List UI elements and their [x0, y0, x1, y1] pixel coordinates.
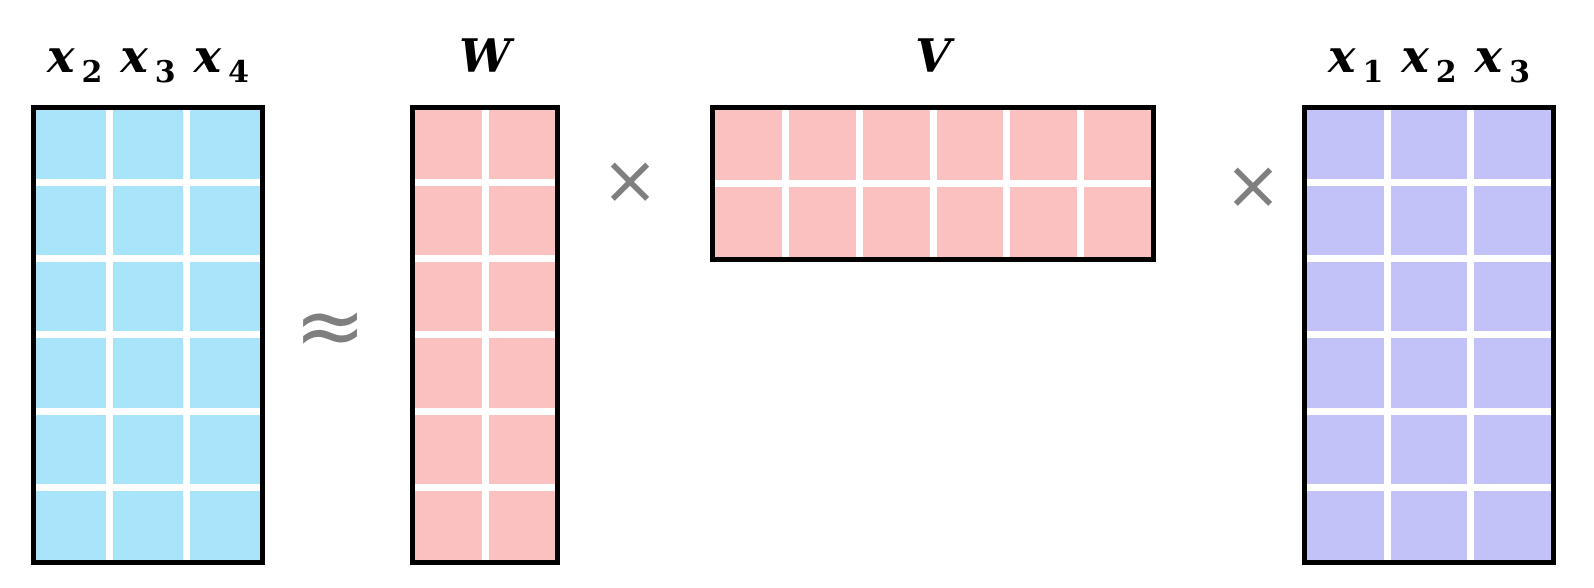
matrix-cell: [36, 262, 106, 332]
matrix-cell: [1390, 338, 1468, 408]
matrix-cell: [1474, 262, 1551, 332]
matrix-target: [31, 105, 265, 565]
matrix-cell: [862, 187, 930, 257]
matrix-cell: [488, 186, 555, 256]
matrix-cell: [415, 186, 482, 256]
matrix-cell: [1474, 490, 1551, 560]
matrix-cell: [190, 490, 260, 560]
matrix-cell: [1390, 262, 1468, 332]
matrix-cell: [36, 186, 106, 256]
matrix-cell: [1390, 110, 1468, 180]
matrix-cell: [936, 187, 1004, 257]
matrix-cell: [1307, 490, 1384, 560]
matrix-cell: [415, 490, 482, 560]
matrix-cell: [1307, 262, 1384, 332]
matrix-cell: [113, 110, 183, 180]
multiplication-icon-2: ×: [1224, 146, 1282, 225]
matrix-cell: [1474, 338, 1551, 408]
matrix-cell: [415, 338, 482, 408]
matrix-cell: [415, 262, 482, 332]
matrix-cell: [1010, 187, 1078, 257]
matrix-cell: [1474, 414, 1551, 484]
matrix-cell: [788, 187, 856, 257]
matrix-cell: [1390, 490, 1468, 560]
matrix-v: [710, 105, 1156, 262]
matrix-w: [410, 105, 560, 565]
matrix-cell: [1474, 110, 1551, 180]
matrix-cell: [488, 110, 555, 180]
matrix-cell: [113, 186, 183, 256]
matrix-cell: [36, 110, 106, 180]
matrix-cell: [113, 490, 183, 560]
matrix-cell: [36, 490, 106, 560]
matrix-cell: [1474, 186, 1551, 256]
matrix-cell: [36, 414, 106, 484]
matrix-cell: [190, 110, 260, 180]
matrix-cell: [788, 110, 856, 180]
matrix-cell: [936, 110, 1004, 180]
matrix-cell: [1010, 110, 1078, 180]
matrix-cell: [190, 186, 260, 256]
matrix-w-label: W: [459, 29, 511, 83]
matrix-cell: [488, 490, 555, 560]
approximately-equal-icon: ≈: [293, 276, 367, 376]
matrix-cell: [190, 338, 260, 408]
matrix-cell: [113, 262, 183, 332]
matrix-cell: [415, 110, 482, 180]
matrix-cell: [190, 414, 260, 484]
matrix-source: [1302, 105, 1556, 565]
matrix-v-label: V: [915, 29, 951, 83]
matrix-cell: [488, 414, 555, 484]
multiplication-icon-1: ×: [601, 141, 659, 220]
matrix-cell: [36, 338, 106, 408]
matrix-cell: [488, 338, 555, 408]
matrix-cell: [1084, 110, 1151, 180]
matrix-cell: [113, 414, 183, 484]
matrix-cell: [1307, 110, 1384, 180]
matrix-cell: [415, 414, 482, 484]
matrix-cell: [715, 187, 782, 257]
matrix-cell: [1307, 186, 1384, 256]
matrix-cell: [488, 262, 555, 332]
matrix-cell: [1084, 187, 1151, 257]
matrix-cell: [113, 338, 183, 408]
matrix-cell: [190, 262, 260, 332]
matrix-cell: [1307, 414, 1384, 484]
matrix-cell: [1390, 186, 1468, 256]
matrix-cell: [1390, 414, 1468, 484]
matrix-cell: [862, 110, 930, 180]
matrix-cell: [715, 110, 782, 180]
matrix-cell: [1307, 338, 1384, 408]
